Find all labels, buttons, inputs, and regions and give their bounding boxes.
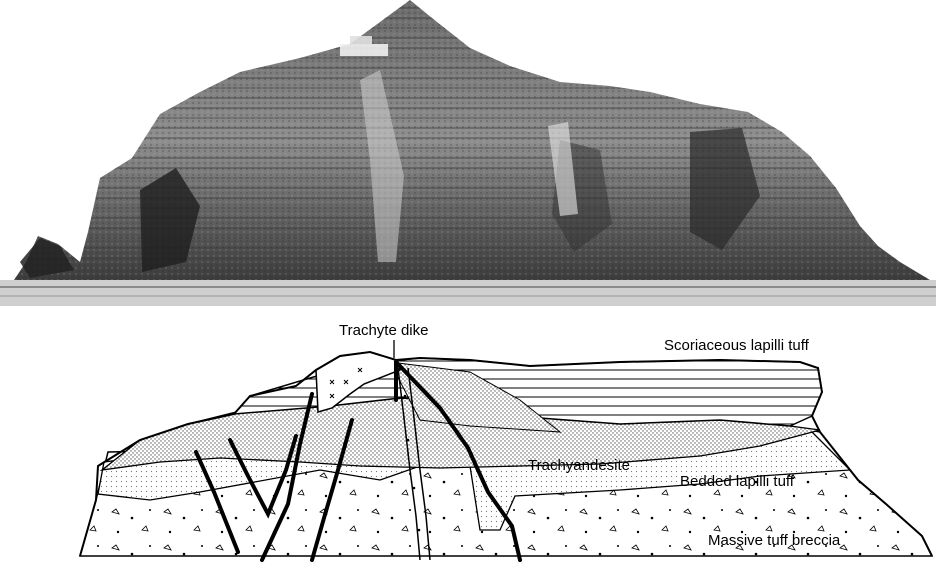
- label-trachyandesite: Trachyandesite: [528, 457, 630, 474]
- island-photograph: [0, 0, 936, 306]
- geologic-cross-section: Trachyte dike Scoriaceous lapilli tuff T…: [0, 306, 936, 572]
- label-trachyte-dike: Trachyte dike: [339, 322, 428, 339]
- sea-surface: [0, 280, 936, 306]
- label-scoriaceous-lapilli-tuff: Scoriaceous lapilli tuff: [664, 337, 810, 354]
- label-bedded-lapilli-tuff: Bedded lapilli tuff: [680, 473, 795, 490]
- label-massive-tuff-breccia: Massive tuff breccia: [708, 532, 841, 549]
